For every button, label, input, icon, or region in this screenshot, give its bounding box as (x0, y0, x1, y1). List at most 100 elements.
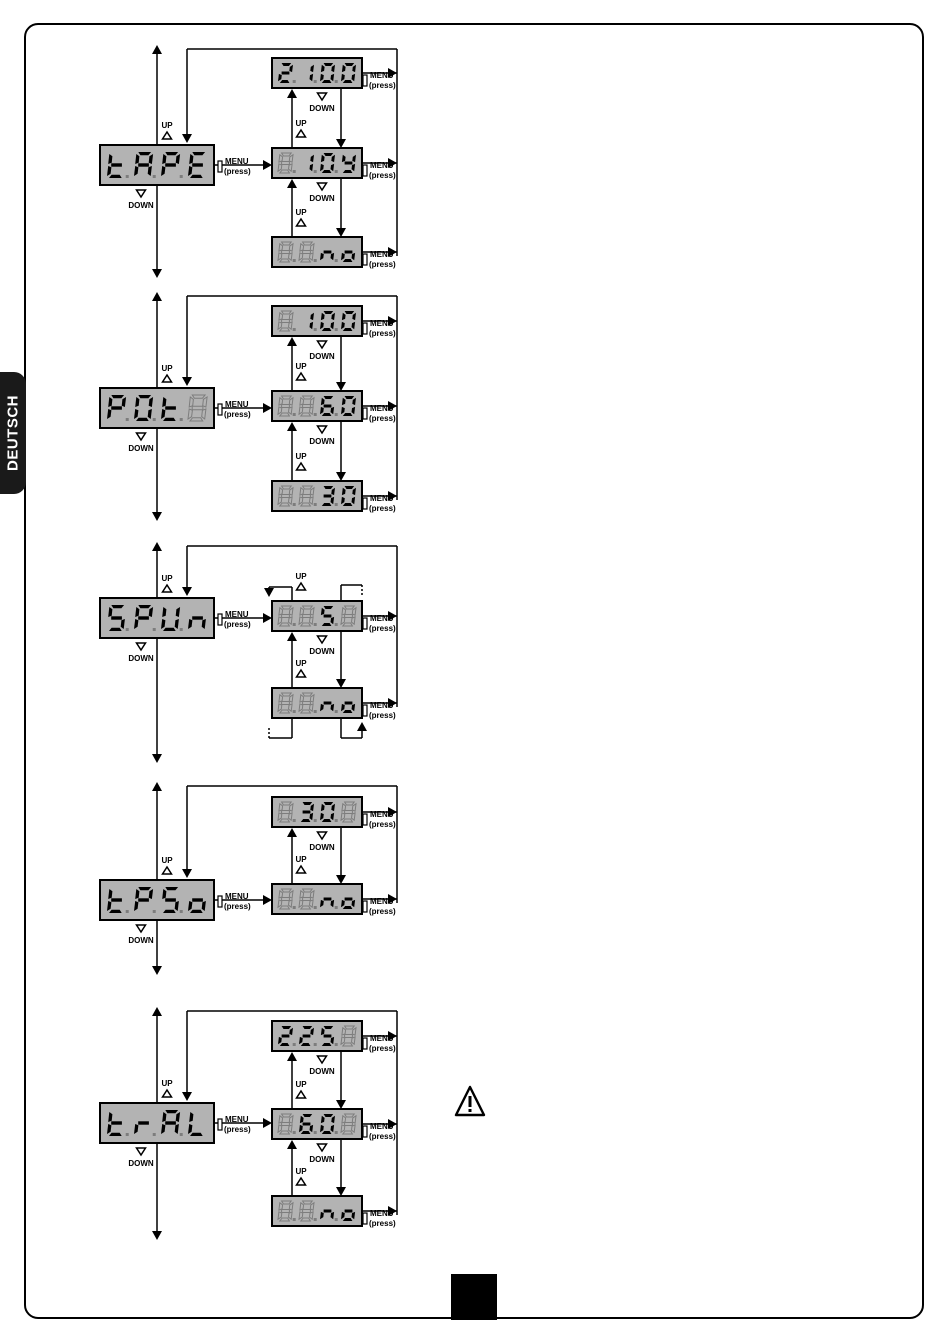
decimal-point (179, 628, 183, 631)
menu-label: MENU (370, 319, 394, 328)
language-side-tab (0, 372, 26, 494)
down-label: DOWN (309, 104, 335, 113)
segment (287, 616, 293, 626)
segment (280, 692, 293, 697)
arrow-head-icon (336, 139, 346, 148)
segment (341, 252, 345, 261)
segment (188, 417, 204, 422)
lcd-digit (161, 397, 176, 421)
arrow-head-icon (388, 247, 397, 257)
segment (352, 154, 356, 163)
segment (165, 406, 176, 410)
segment (308, 496, 314, 506)
up-triangle-icon (295, 668, 307, 678)
segment (189, 1112, 194, 1122)
lcd-digit (188, 1112, 203, 1136)
segment (350, 1124, 356, 1134)
segment (330, 1124, 335, 1133)
segment (277, 812, 283, 822)
segment (163, 417, 176, 421)
segment (299, 486, 305, 496)
lcd-digit-off (298, 888, 315, 910)
segment (278, 709, 291, 714)
decimal-point (125, 628, 129, 631)
up-triangle-icon (161, 130, 173, 140)
segment (320, 252, 324, 261)
value-display (271, 600, 363, 632)
segment (309, 321, 314, 330)
segment (310, 312, 314, 321)
segment (320, 163, 324, 172)
arrow-head-icon (388, 491, 397, 501)
segment (277, 252, 283, 262)
segment (302, 1026, 313, 1029)
lcd-digit-off (298, 692, 315, 714)
lcd-digit-off (340, 801, 357, 823)
menu-label: MENU (370, 71, 394, 80)
decimal-point (334, 1218, 338, 1221)
segment (165, 1110, 179, 1114)
segment (340, 616, 346, 626)
up-label: UP (295, 452, 307, 461)
up-triangle-icon (295, 581, 307, 591)
up-label: UP (161, 121, 173, 130)
decimal-point (292, 259, 296, 262)
lcd-digit (320, 802, 335, 822)
decimal-point (334, 906, 338, 909)
lcd-digit-off (277, 1200, 294, 1222)
menu-button-icon (217, 895, 223, 908)
arrow-head-icon (336, 382, 346, 391)
segment (300, 819, 311, 822)
main-display (99, 387, 215, 429)
press-label: (press) (369, 1044, 396, 1053)
arrow-head-icon (152, 512, 162, 521)
segment (342, 413, 353, 416)
segment (341, 703, 345, 712)
segment (344, 161, 353, 165)
segment (188, 619, 193, 629)
arrow-head-icon (336, 679, 346, 688)
segment (341, 1042, 354, 1047)
up-triangle-icon (295, 371, 307, 381)
press-label: (press) (369, 907, 396, 916)
arrow-head-icon (388, 698, 397, 708)
lcd-digit (134, 395, 154, 421)
segment (299, 1036, 303, 1045)
segment (309, 1124, 314, 1133)
segment (278, 802, 284, 812)
arrow-head-icon (388, 1206, 397, 1216)
segment (309, 242, 315, 252)
lcd-digit-off (340, 1113, 357, 1135)
decimal-point (313, 503, 317, 506)
segment (175, 607, 181, 617)
segment (309, 1201, 315, 1211)
segment (165, 163, 176, 167)
decimal-point (334, 413, 338, 416)
arrow-head-icon (388, 807, 397, 817)
segment (162, 1112, 167, 1122)
segment (135, 889, 140, 899)
segment (281, 614, 290, 618)
lcd-digit-off (277, 1113, 294, 1135)
segment (165, 887, 179, 891)
segment (192, 152, 206, 156)
segment (162, 154, 167, 164)
value-display (271, 57, 363, 89)
lcd-digit (320, 606, 335, 626)
segment (302, 1114, 313, 1117)
segment (111, 1121, 122, 1125)
segment (341, 1026, 347, 1036)
segment (281, 810, 290, 814)
segment (138, 616, 149, 620)
arrow-head-icon (264, 588, 274, 597)
press-label: (press) (369, 504, 396, 513)
decimal-point (313, 1131, 317, 1134)
lcd-digit (188, 616, 206, 629)
segment (320, 607, 325, 616)
segment (302, 701, 311, 705)
segment (323, 311, 334, 314)
decimal-point (152, 910, 156, 913)
segment (321, 413, 332, 416)
arrow-head-icon (263, 895, 272, 905)
press-label: (press) (369, 1219, 396, 1228)
